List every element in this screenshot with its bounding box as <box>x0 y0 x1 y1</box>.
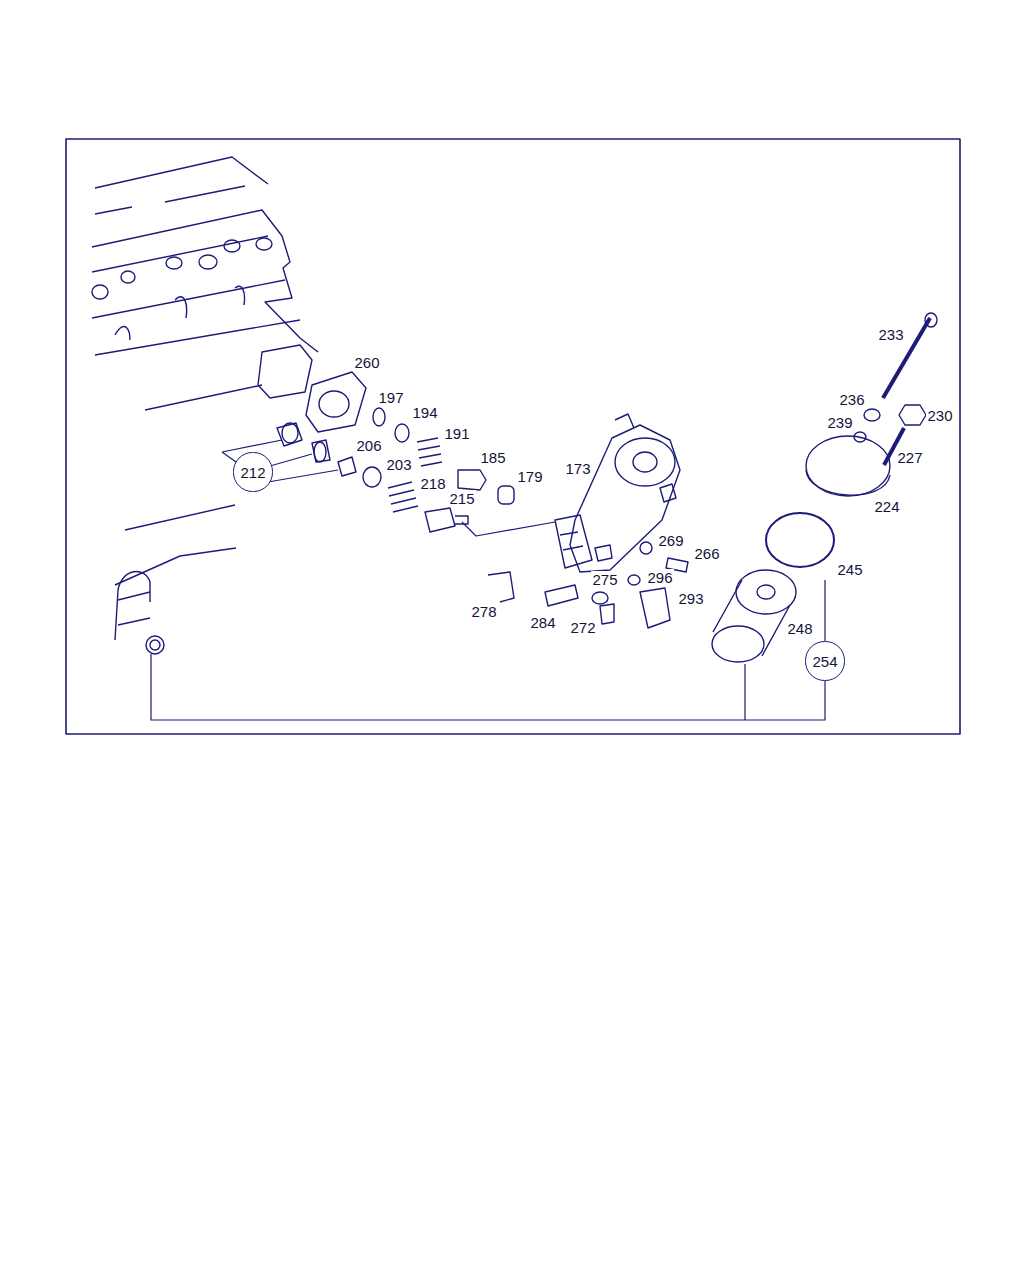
callout-number: 212 <box>240 464 265 481</box>
callout-number: 215 <box>448 490 475 507</box>
block-edge <box>95 186 245 214</box>
housing-top <box>615 438 675 486</box>
oil-pan <box>115 572 150 640</box>
seal-ring <box>150 640 160 650</box>
callout-circle: 254 <box>805 641 844 680</box>
bracket-plate <box>488 572 578 606</box>
gasket <box>258 345 312 398</box>
bolt-hole <box>256 238 272 250</box>
washer <box>395 424 409 442</box>
housing-top <box>633 452 657 472</box>
washer <box>363 467 381 487</box>
cap <box>806 436 890 496</box>
valve <box>425 508 468 532</box>
callout-number: 191 <box>443 425 470 442</box>
callout-number: 266 <box>693 545 720 562</box>
bolt-hole <box>224 240 240 252</box>
sensor <box>640 588 670 628</box>
bolt-hole <box>166 257 182 269</box>
callout-number: 218 <box>419 475 446 492</box>
callout-number: 245 <box>836 561 863 578</box>
spring <box>338 457 356 476</box>
washer <box>864 409 880 421</box>
callout-number: 230 <box>926 407 953 424</box>
bolt-hole <box>92 285 108 299</box>
callout-number: 293 <box>677 590 704 607</box>
callout-number: 275 <box>591 571 618 588</box>
seal <box>640 542 652 554</box>
bracket <box>555 515 592 568</box>
callout-number: 185 <box>479 449 506 466</box>
valve-parts <box>277 408 514 532</box>
washer <box>628 575 640 585</box>
block-edge <box>95 320 300 355</box>
callout-number: 239 <box>826 414 853 431</box>
spring <box>388 482 418 512</box>
cap <box>806 470 890 495</box>
block-edge <box>92 280 285 340</box>
callout-number: 236 <box>838 391 865 408</box>
nut <box>899 405 926 425</box>
filter-housing <box>488 414 688 628</box>
o-ring <box>766 513 834 567</box>
plug <box>277 423 302 446</box>
plug <box>282 423 298 443</box>
plug <box>600 604 614 624</box>
callout-number: 269 <box>657 532 684 549</box>
callout-number: 278 <box>470 603 497 620</box>
filter-element <box>713 580 790 656</box>
block-edge <box>145 385 262 410</box>
block-edge <box>92 236 268 272</box>
cover-plate-hole <box>319 391 349 417</box>
callout-number: 227 <box>896 449 923 466</box>
callout-number: 260 <box>353 354 380 371</box>
callout-number: 173 <box>564 460 591 477</box>
bolt-hole <box>121 271 135 283</box>
callout-number: 203 <box>385 456 412 473</box>
leader-lines <box>151 440 825 720</box>
bolt-head <box>925 313 937 327</box>
plug <box>312 440 330 462</box>
spring <box>417 438 442 466</box>
block-edge <box>115 505 236 585</box>
callout-number: 248 <box>786 620 813 637</box>
cover-plate <box>306 372 366 432</box>
callout-number: 284 <box>529 614 556 631</box>
callout-number: 233 <box>877 326 904 343</box>
callout-number: 272 <box>569 619 596 636</box>
gaskets <box>258 345 366 432</box>
leader-line <box>151 580 825 720</box>
sleeve <box>498 486 514 504</box>
callout-number: 224 <box>873 498 900 515</box>
callout-circle: 212 <box>233 452 272 491</box>
callout-number: 206 <box>355 437 382 454</box>
callout-number: 254 <box>812 653 837 670</box>
callout-number: 179 <box>516 468 543 485</box>
washer <box>592 592 608 604</box>
piston <box>458 470 486 490</box>
plug <box>314 442 326 462</box>
callout-number: 296 <box>646 569 673 586</box>
filter-element <box>712 626 764 662</box>
filter-element <box>757 585 775 599</box>
callout-number: 197 <box>377 389 404 406</box>
filter-element <box>736 570 796 614</box>
frame <box>66 139 960 734</box>
leader-line <box>462 522 555 536</box>
seal-ring <box>146 636 164 654</box>
bolt-hole <box>199 255 217 269</box>
engine-block <box>92 157 318 654</box>
block-edge <box>95 157 268 188</box>
circlip <box>373 408 385 426</box>
block-edge <box>92 210 318 352</box>
callout-number: 194 <box>411 404 438 421</box>
